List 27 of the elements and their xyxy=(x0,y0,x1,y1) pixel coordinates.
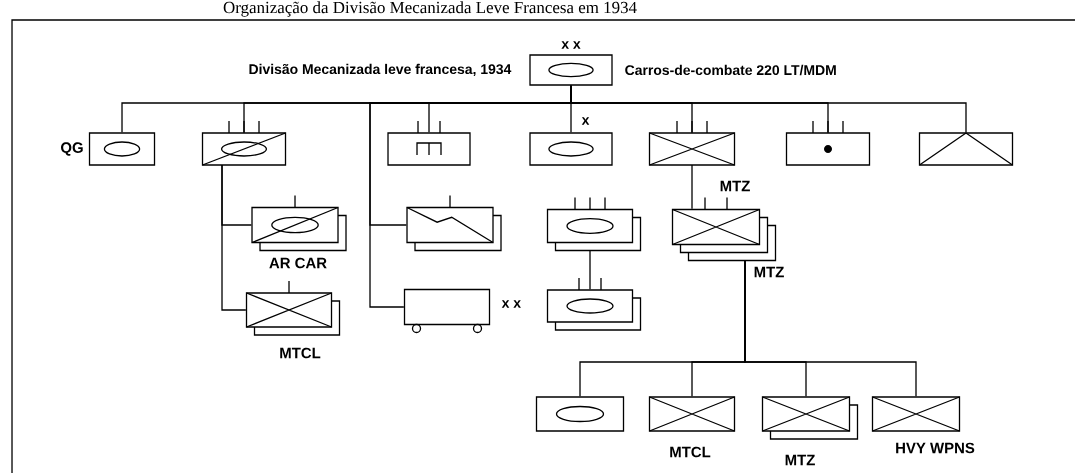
unit-symbol xyxy=(387,120,471,166)
unit-label: MTZ xyxy=(785,454,815,466)
unit-label: MTCL xyxy=(280,347,321,359)
unit-symbol xyxy=(918,132,1014,166)
unit-label: MTZ xyxy=(754,266,784,278)
echelon-mark: x x xyxy=(561,41,581,49)
side-label: Divisão Mecanizada leve francesa, 1934 xyxy=(249,63,512,77)
connector xyxy=(369,85,572,308)
unit-label: HVY WPNS xyxy=(896,442,975,454)
unit-label: MTZ xyxy=(720,180,750,192)
connector xyxy=(221,164,247,311)
unit-label: AR CAR xyxy=(269,257,327,269)
echelon-mark: x xyxy=(581,117,590,125)
unit-label: MTCL xyxy=(670,446,711,458)
unit-symbol xyxy=(535,396,625,432)
figure-title: Organização da Divisão Mecanizada Leve Francesa em 1934 xyxy=(223,1,637,17)
unit-label: QG xyxy=(61,142,83,156)
unit-symbol xyxy=(406,194,502,252)
side-label: Carros-de-combate 220 LT/MDM xyxy=(625,64,836,76)
unit-symbol xyxy=(785,120,871,166)
connector xyxy=(744,259,917,397)
connector xyxy=(589,249,591,290)
unit-symbol xyxy=(546,196,642,252)
echelon-mark: x x xyxy=(501,300,521,308)
unit-symbol xyxy=(546,277,642,331)
connector xyxy=(691,164,693,210)
unit-symbol xyxy=(201,120,287,166)
